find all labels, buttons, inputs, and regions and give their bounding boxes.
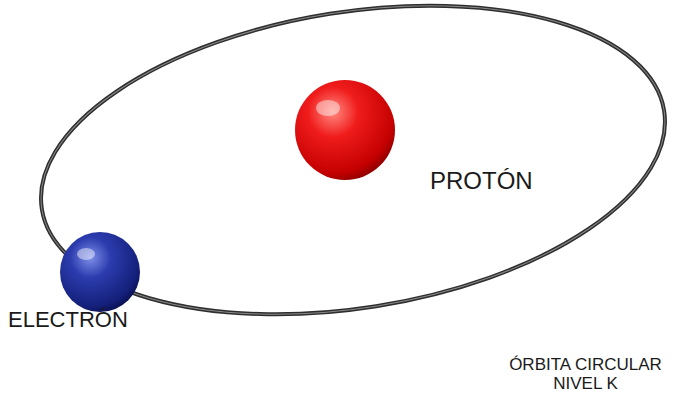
proton-sphere <box>295 80 395 180</box>
orbit-highlight <box>19 0 673 355</box>
orbit-ellipse <box>19 0 673 355</box>
orbit-label: ÓRBITA CIRCULAR NIVEL K <box>503 356 668 393</box>
electron-shine <box>77 248 95 260</box>
proton-shine <box>316 100 340 116</box>
proton-label: PROTÓN <box>430 168 533 194</box>
electron-sphere <box>60 232 140 312</box>
electron-label: ELECTRÓN <box>8 308 128 332</box>
